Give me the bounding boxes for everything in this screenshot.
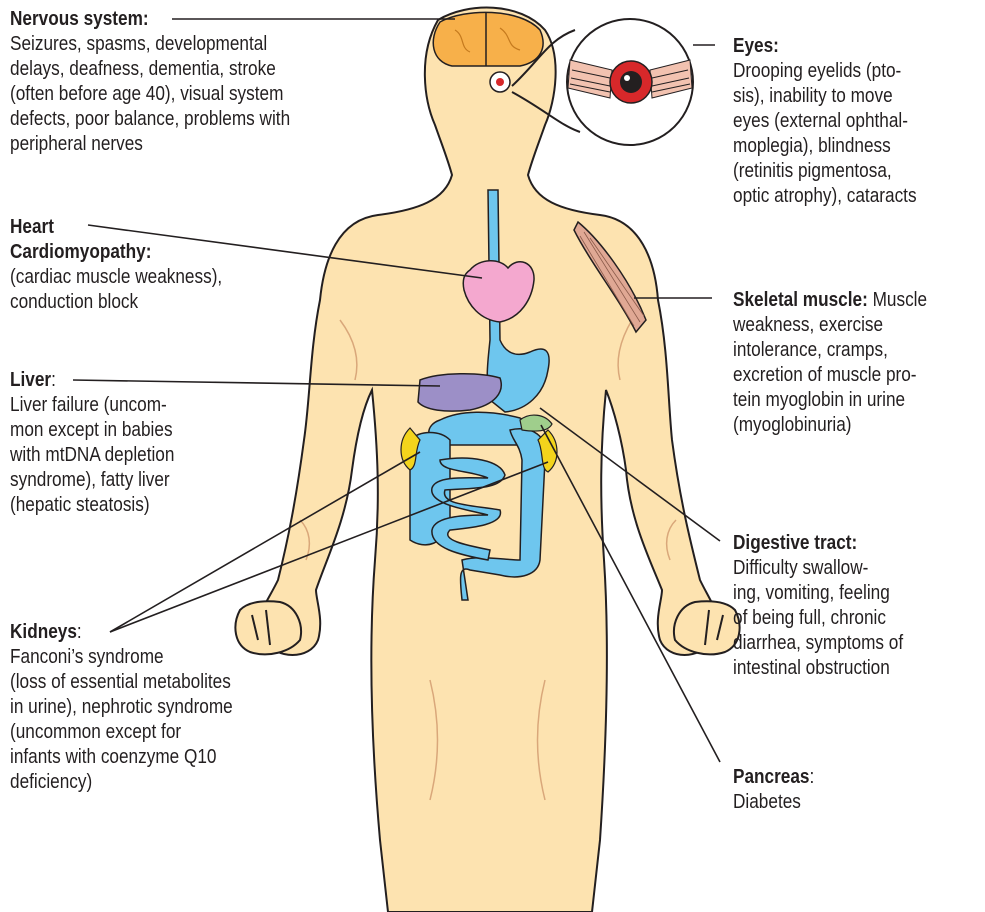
muscle-line: intolerance, cramps, — [733, 338, 927, 363]
kidneys-title: Kidneys — [10, 621, 77, 643]
nervous-title: Nervous system: — [10, 8, 149, 30]
label-skeletal-muscle: Skeletal muscle: Muscle weakness, exerci… — [733, 288, 927, 438]
brain — [433, 12, 543, 66]
heart-title-2: Cardiomyopathy: — [10, 240, 222, 265]
nervous-line: Seizures, spasms, developmental — [10, 32, 290, 57]
kidneys-line: (loss of essential metabolites — [10, 670, 233, 695]
liver-line: Liver failure (uncom- — [10, 393, 174, 418]
heart-line: (cardiac muscle weakness), — [10, 265, 222, 290]
pancreas-title: Pancreas — [733, 766, 810, 788]
label-eyes: Eyes: Drooping eyelids (pto- sis), inabi… — [733, 34, 917, 209]
kidneys-line: Fanconi’s syndrome — [10, 645, 233, 670]
muscle-title: Skeletal muscle: — [733, 289, 868, 311]
liver-line: with mtDNA depletion — [10, 443, 174, 468]
nervous-line: defects, poor balance, problems with — [10, 107, 290, 132]
heart-line: conduction block — [10, 290, 222, 315]
liver-colon: : — [51, 369, 56, 391]
label-digestive-tract: Digestive tract: Difficulty swallow- ing… — [733, 531, 903, 681]
digestive-title: Digestive tract: — [733, 532, 857, 554]
digestive-line: intestinal obstruction — [733, 656, 903, 681]
left-fist — [235, 601, 301, 654]
eyes-line: eyes (external ophthal- — [733, 109, 917, 134]
eyes-line: moplegia), blindness — [733, 134, 917, 159]
eyes-line: (retinitis pigmentosa, — [733, 159, 917, 184]
muscle-line: (myoglobinuria) — [733, 413, 927, 438]
nervous-line: peripheral nerves — [10, 132, 290, 157]
liver-line: mon except in babies — [10, 418, 174, 443]
pancreas-line: Diabetes — [733, 790, 814, 815]
heart-title-1: Heart — [10, 215, 222, 240]
label-liver: Liver: Liver failure (uncom- mon except … — [10, 368, 174, 518]
kidneys-colon: : — [77, 621, 82, 643]
label-nervous-system: Nervous system: Seizures, spasms, develo… — [10, 7, 290, 157]
label-pancreas: Pancreas: Diabetes — [733, 765, 814, 815]
liver-line: (hepatic steatosis) — [10, 493, 174, 518]
kidneys-line: deficiency) — [10, 770, 233, 795]
right-fist — [674, 601, 740, 654]
kidneys-line: infants with coenzyme Q10 — [10, 745, 233, 770]
liver-title: Liver — [10, 369, 51, 391]
digestive-line: of being full, chronic — [733, 606, 903, 631]
eyes-line: sis), inability to move — [733, 84, 917, 109]
eyes-line: optic atrophy), cataracts — [733, 184, 917, 209]
kidneys-line: (uncommon except for — [10, 720, 233, 745]
eyes-title: Eyes: — [733, 35, 779, 57]
digestive-line: diarrhea, symptoms of — [733, 631, 903, 656]
nervous-line: delays, deafness, dementia, stroke — [10, 57, 290, 82]
kidneys-line: in urine), nephrotic syndrome — [10, 695, 233, 720]
muscle-line: tein myoglobin in urine — [733, 388, 927, 413]
digestive-line: ing, vomiting, feeling — [733, 581, 903, 606]
body-silhouette — [259, 8, 717, 912]
eyeball-pupil — [620, 71, 642, 93]
liver-line: syndrome), fatty liver — [10, 468, 174, 493]
muscle-line: weakness, exercise — [733, 313, 927, 338]
digestive-line: Difficulty swallow- — [733, 556, 903, 581]
pancreas-colon: : — [810, 766, 815, 788]
label-heart: Heart Cardiomyopathy: (cardiac muscle we… — [10, 215, 222, 315]
eyes-line: Drooping eyelids (pto- — [733, 59, 917, 84]
label-kidneys: Kidneys: Fanconi’s syndrome (loss of ess… — [10, 620, 233, 795]
muscle-first-line: Muscle — [868, 289, 927, 311]
muscle-line: excretion of muscle pro- — [733, 363, 927, 388]
nervous-line: (often before age 40), visual system — [10, 82, 290, 107]
face-eye — [490, 72, 510, 92]
